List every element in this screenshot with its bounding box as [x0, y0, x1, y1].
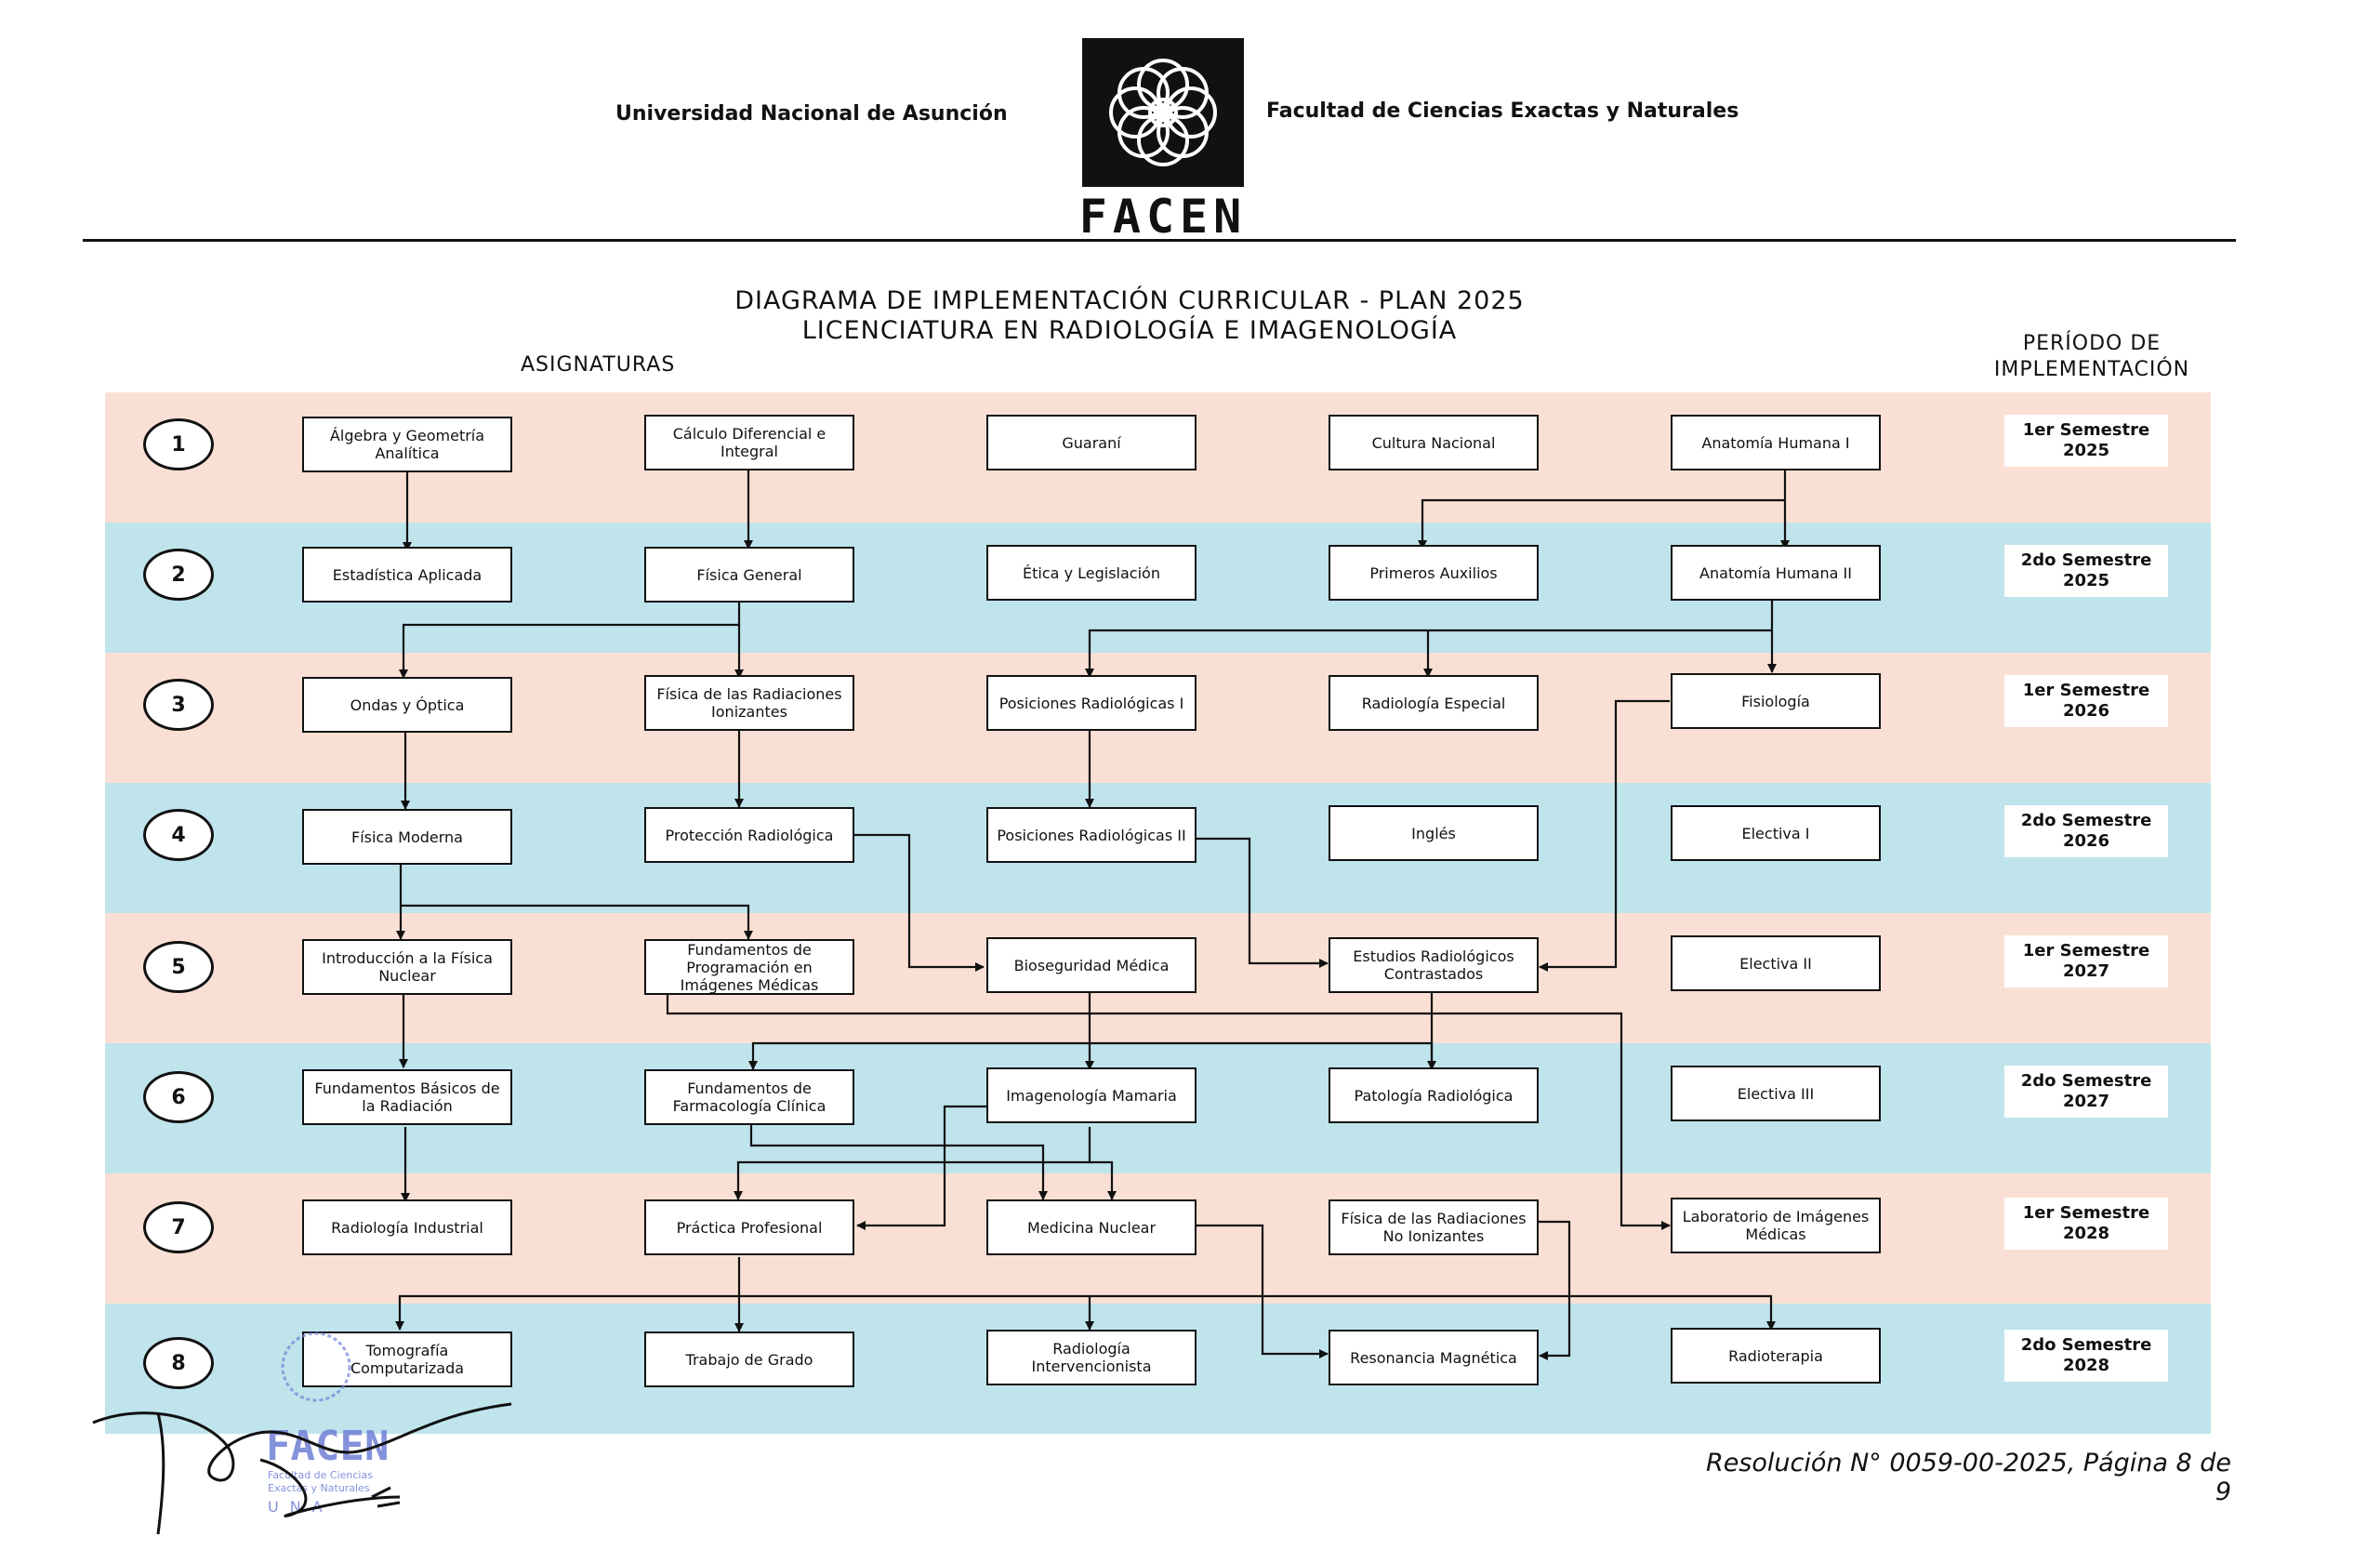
- course-box: Cálculo Diferencial e Integral: [644, 415, 854, 470]
- course-box: Tomografía Computarizada: [302, 1331, 512, 1387]
- course-box: Cultura Nacional: [1329, 415, 1539, 470]
- header-divider: [83, 239, 2236, 242]
- period-badge: 1er Semestre 2027: [2004, 935, 2168, 987]
- diagram-subtitle: LICENCIATURA EN RADIOLOGÍA E IMAGENOLOGÍ…: [801, 316, 1458, 345]
- subjects-column-label: ASIGNATURAS: [521, 353, 676, 377]
- course-box: Radioterapia: [1671, 1328, 1881, 1384]
- diagram-title: DIAGRAMA DE IMPLEMENTACIÓN CURRICULAR - …: [734, 286, 1525, 315]
- course-box: Introducción a la Física Nuclear: [302, 939, 512, 995]
- course-box: Física Moderna: [302, 809, 512, 865]
- course-box: Anatomía Humana II: [1671, 545, 1881, 601]
- course-box: Estudios Radiológicos Contrastados: [1329, 937, 1539, 993]
- svg-text:UNA: UNA: [268, 1498, 334, 1516]
- period-badge: 2do Semestre 2025: [2004, 545, 2168, 597]
- course-box: Electiva II: [1671, 935, 1881, 991]
- course-box: Inglés: [1329, 805, 1539, 861]
- period-badge: 2do Semestre 2028: [2004, 1330, 2168, 1382]
- period-badge: 1er Semestre 2025: [2004, 415, 2168, 467]
- course-box: Física de las Radiaciones Ionizantes: [644, 675, 854, 731]
- course-box: Fundamentos de Farmacología Clínica: [644, 1069, 854, 1125]
- semester-number: 2: [143, 549, 214, 601]
- course-box: Electiva I: [1671, 805, 1881, 861]
- period-label-line2: IMPLEMENTACIÓN: [1993, 358, 2190, 381]
- course-box: Trabajo de Grado: [644, 1331, 854, 1387]
- course-box: Posiciones Radiológicas II: [986, 807, 1197, 863]
- period-column-label: PERÍODO DE IMPLEMENTACIÓN: [1952, 331, 2231, 383]
- semester-number: 5: [143, 941, 214, 993]
- course-box: Electiva III: [1671, 1066, 1881, 1121]
- course-box: Radiología Industrial: [302, 1199, 512, 1255]
- rosette-icon: [1109, 59, 1217, 166]
- course-box: Imagenología Mamaria: [986, 1067, 1197, 1123]
- course-box: Patología Radiológica: [1329, 1067, 1539, 1123]
- semester-number: 4: [143, 809, 214, 861]
- stamp-graphic: FACEN Facultad de Ciencias Exactas y Nat…: [266, 1331, 389, 1516]
- period-badge: 2do Semestre 2026: [2004, 805, 2168, 857]
- course-box: Fundamentos Básicos de la Radiación: [302, 1069, 512, 1125]
- course-box: Estadística Aplicada: [302, 547, 512, 603]
- course-box: Fisiología: [1671, 673, 1881, 729]
- semester-number: 8: [143, 1337, 214, 1389]
- course-box: Álgebra y Geometría Analítica: [302, 417, 512, 472]
- course-box: Posiciones Radiológicas I: [986, 675, 1197, 731]
- university-name: Universidad Nacional de Asunción: [615, 102, 1008, 126]
- semester-number: 7: [143, 1201, 214, 1253]
- course-box: Fundamentos de Programación en Imágenes …: [644, 939, 854, 995]
- course-box: Radiología Especial: [1329, 675, 1539, 731]
- resolution-footer: Resolución N° 0059-00-2025, Página 8 de …: [1705, 1449, 2231, 1506]
- handwritten-signature: [84, 1395, 530, 1548]
- course-box: Bioseguridad Médica: [986, 937, 1197, 993]
- course-box: Práctica Profesional: [644, 1199, 854, 1255]
- semester-number: 1: [143, 418, 214, 470]
- facen-logo-word: FACEN: [1078, 190, 1248, 244]
- course-box: Protección Radiológica: [644, 807, 854, 863]
- facen-stamp: FACEN Facultad de Ciencias Exactas y Nat…: [260, 1330, 409, 1520]
- course-box: Guaraní: [986, 415, 1197, 470]
- period-badge: 2do Semestre 2027: [2004, 1066, 2168, 1118]
- facen-logo: [1082, 38, 1244, 187]
- semester-number: 6: [143, 1071, 214, 1123]
- course-box: Física de las Radiaciones No Ionizantes: [1329, 1199, 1539, 1255]
- course-box: Anatomía Humana I: [1671, 415, 1881, 470]
- svg-text:Exactas y Naturales: Exactas y Naturales: [268, 1482, 370, 1494]
- svg-text:FACEN: FACEN: [266, 1423, 389, 1470]
- faculty-name: Facultad de Ciencias Exactas y Naturales: [1266, 99, 1739, 123]
- period-badge: 1er Semestre 2026: [2004, 675, 2168, 727]
- period-label-line1: PERÍODO DE: [2022, 332, 2162, 355]
- course-box: Resonancia Magnética: [1329, 1330, 1539, 1385]
- course-box: Física General: [644, 547, 854, 603]
- course-box: Laboratorio de Imágenes Médicas: [1671, 1198, 1881, 1253]
- course-box: Primeros Auxilios: [1329, 545, 1539, 601]
- course-box: Radiología Intervencionista: [986, 1330, 1197, 1385]
- course-box: Medicina Nuclear: [986, 1199, 1197, 1255]
- course-box: Ética y Legislación: [986, 545, 1197, 601]
- course-box: Ondas y Óptica: [302, 677, 512, 733]
- period-badge: 1er Semestre 2028: [2004, 1198, 2168, 1250]
- semester-number: 3: [143, 679, 214, 731]
